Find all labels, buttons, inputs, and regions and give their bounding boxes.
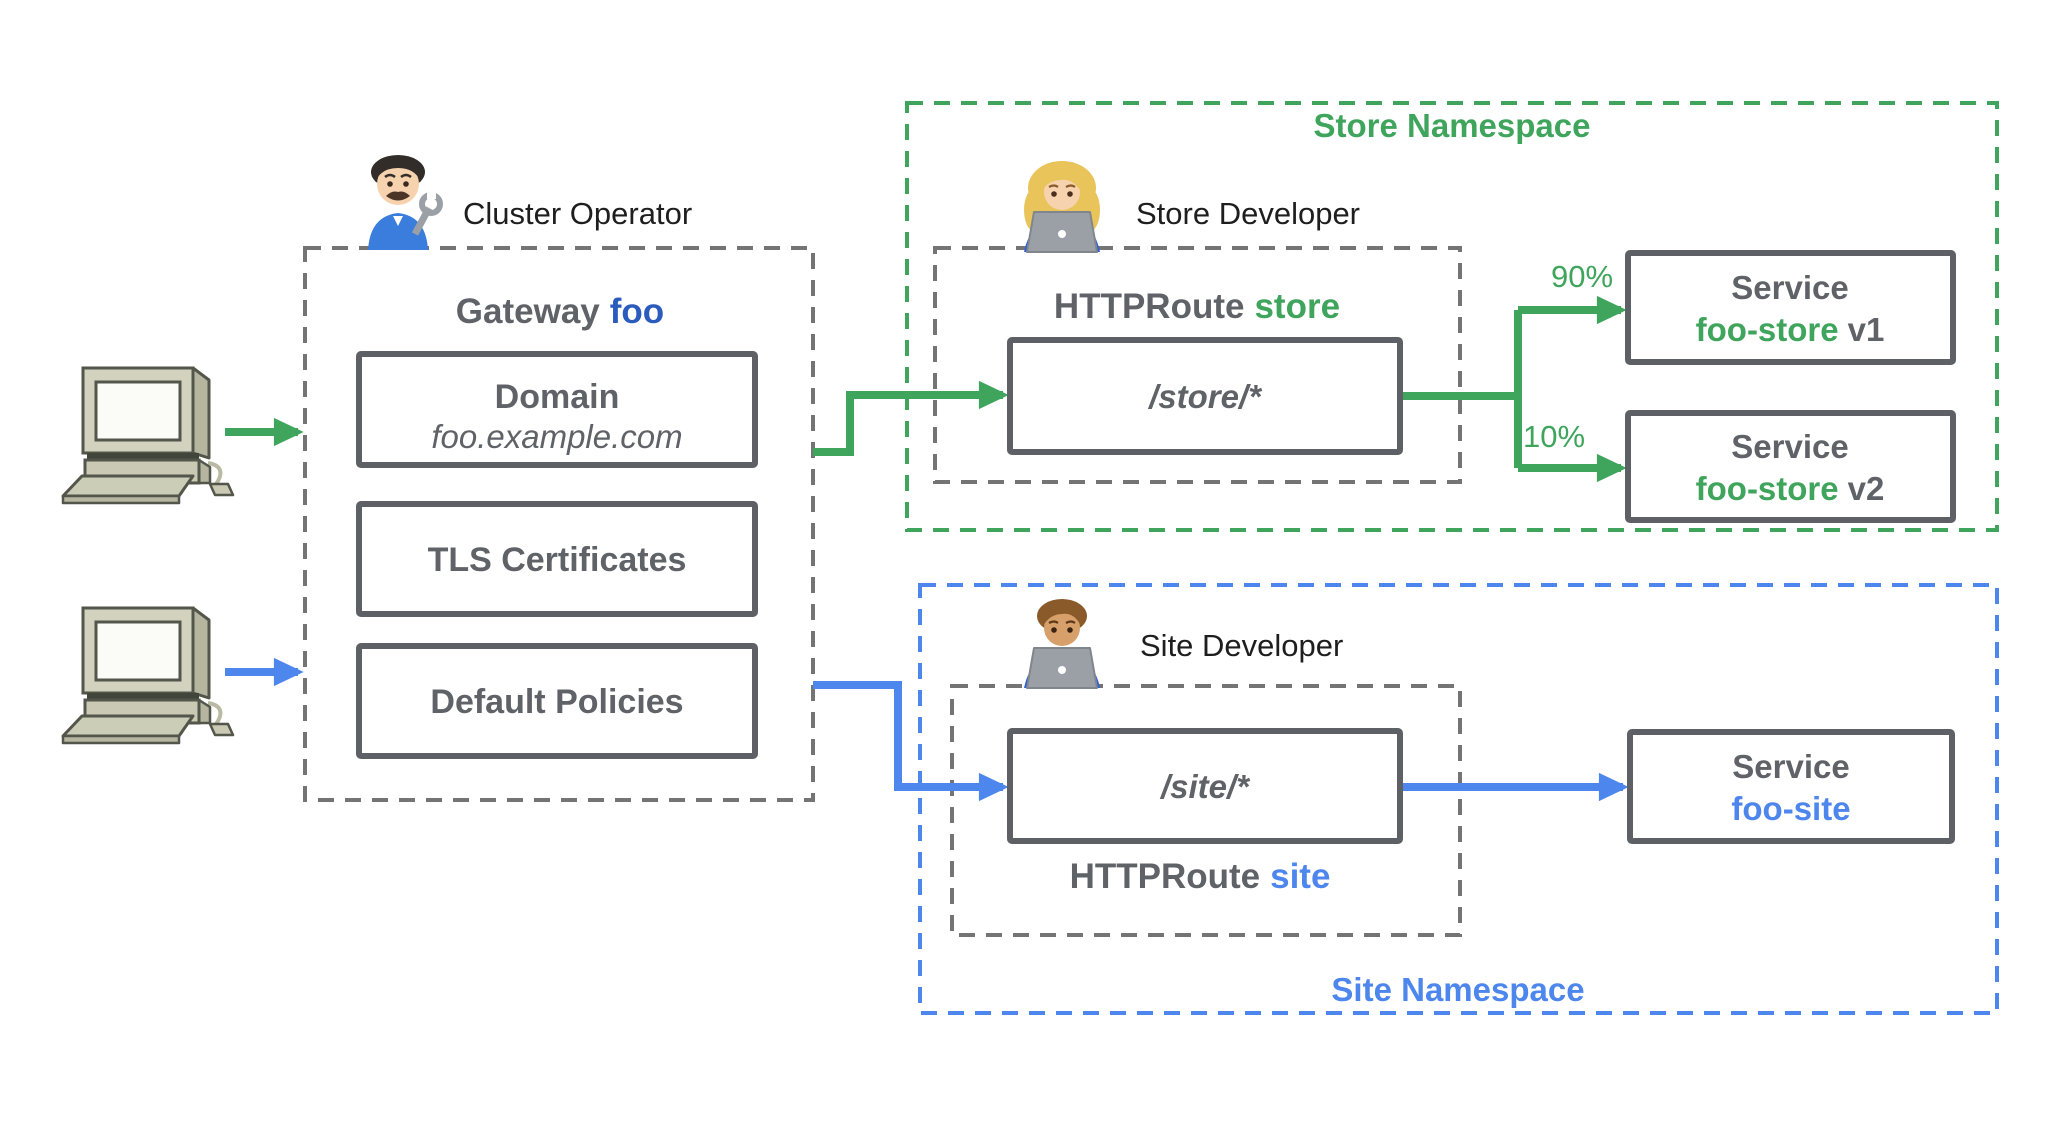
woman-technologist-emoji (1022, 159, 1102, 254)
store-path-rule: /store/* (1147, 378, 1263, 415)
weight-10-label: 10% (1523, 419, 1585, 454)
gateway-dashed-box (303, 246, 815, 802)
gateway-to-store-route-arrow (813, 380, 1009, 456)
domain-label: Domain (495, 378, 620, 416)
site-namespace-dashed-box (918, 583, 1999, 1015)
weight-90-label: 90% (1551, 259, 1613, 294)
man-technologist-emoji (1022, 597, 1102, 690)
tls-certificates-box (356, 501, 758, 617)
client2-computer-icon (61, 606, 235, 745)
tls-certificates-label: TLS Certificates (428, 541, 687, 579)
default-policies-label: Default Policies (430, 683, 683, 721)
site-namespace-label: Site Namespace (1331, 971, 1584, 1008)
store-developer-label: Store Developer (1136, 196, 1360, 231)
default-policies-box (356, 643, 758, 759)
httproute-site-dashed-box (950, 684, 1462, 937)
domain-box (356, 351, 758, 468)
client1-computer-icon (61, 366, 235, 505)
site-path-rule-box (1007, 728, 1403, 844)
store-namespace-dashed-box (905, 101, 1999, 532)
man-mechanic-emoji (368, 155, 440, 250)
service-v2-word: Service (1731, 428, 1848, 465)
service-foo-store-v1-box (1625, 250, 1956, 365)
store-path-rule-box (1007, 337, 1403, 455)
service-v1-word: Service (1731, 269, 1848, 306)
service-site-name: foo-site (1731, 790, 1850, 827)
store-route-split-line (1400, 310, 1522, 468)
cluster-operator-label: Cluster Operator (463, 196, 692, 231)
service-foo-store-v2-box (1625, 410, 1956, 523)
site-developer-label: Site Developer (1140, 628, 1343, 663)
site-path-rule: /site/* (1159, 768, 1251, 805)
gateway-to-site-route-arrow (813, 681, 1009, 802)
service-site-word: Service (1732, 748, 1849, 785)
store-namespace-label: Store Namespace (1314, 107, 1591, 144)
domain-value: foo.example.com (431, 418, 682, 455)
service-foo-site-box (1627, 729, 1955, 844)
